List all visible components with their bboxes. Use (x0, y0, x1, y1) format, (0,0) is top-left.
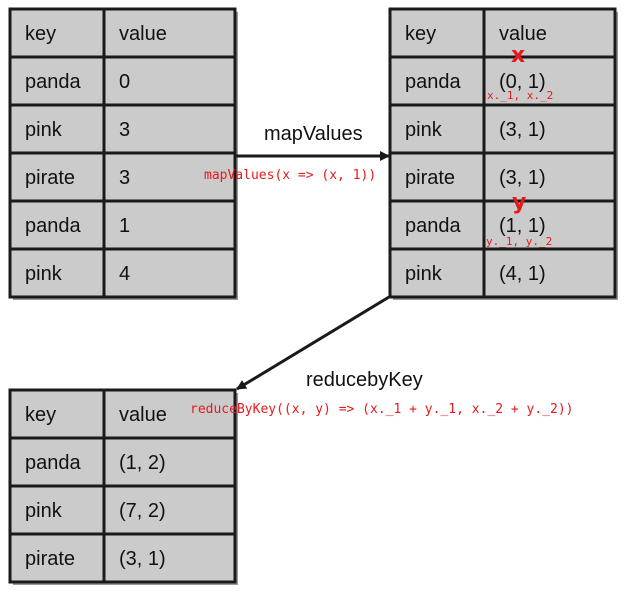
cell-text-key: pink (25, 119, 63, 141)
cell-text-key: panda (25, 71, 81, 93)
header-cell-key (8, 388, 106, 440)
cell-text-key: pirate (25, 548, 75, 570)
header-cell-key (8, 7, 106, 59)
cell-text-value: (1, 1) (499, 215, 546, 237)
reduced-table: key value panda (1, 2) pink (7, 2) pirate (3, 1… (8, 388, 238, 585)
header-text-key: key (25, 23, 56, 45)
cell-text-key: pink (405, 263, 443, 285)
header-text-value: value (119, 23, 167, 45)
cell-text-key: pirate (405, 167, 455, 189)
cell-text-key: pirate (25, 167, 75, 189)
x-variable-annotation: x (511, 43, 525, 68)
table-cell-key (8, 532, 106, 584)
header-text-value: value (499, 23, 547, 45)
cell-text-key: pink (25, 500, 63, 522)
cell-text-value: (4, 1) (499, 263, 546, 285)
table-cell-value (102, 436, 237, 488)
table-cell-value (482, 55, 617, 107)
reduce-by-key-arrow (236, 295, 390, 391)
cell-text-key: pink (405, 119, 443, 141)
cell-text-value: 3 (119, 167, 130, 189)
table-cell-value (102, 247, 237, 299)
cell-text-value: (3, 1) (499, 167, 546, 189)
table-cell-value (102, 199, 237, 251)
header-text-key: key (405, 23, 436, 45)
cell-text-key: panda (25, 452, 81, 474)
table-cell-key (8, 247, 106, 299)
table-cell-value (482, 247, 617, 299)
cell-text-value: (1, 2) (119, 452, 166, 474)
table-cell-key (388, 199, 486, 251)
reduce-by-key-code: reduceByKey((x, y) => (x._1 + y._1, x._2… (190, 402, 574, 417)
y-variable-annotation: y (512, 190, 526, 215)
cell-text-value: 4 (119, 263, 130, 285)
cell-text-key: panda (25, 215, 81, 237)
map-values-label: mapValues (264, 123, 363, 145)
table-cell-value (482, 151, 617, 203)
table-cell-value (482, 103, 617, 155)
cell-text-key: panda (405, 215, 461, 237)
header-cell-value (102, 7, 237, 59)
x-fields-annotation: x._1, x._2 (487, 89, 553, 102)
header-cell-key (388, 7, 486, 59)
header-text-key: key (25, 404, 56, 426)
cell-text-value: 1 (119, 215, 130, 237)
cell-text-value: 0 (119, 71, 130, 93)
mapped-table: key value panda (0, 1) pink (3, 1) pirate (3, 1… (388, 7, 618, 300)
table-cell-value (102, 151, 237, 203)
map-values-code: mapValues(x => (x, 1)) (204, 168, 376, 183)
cell-text-key: pink (25, 263, 63, 285)
cell-text-value: (3, 1) (119, 548, 166, 570)
cell-text-key: panda (405, 71, 461, 93)
cell-text-value: (3, 1) (499, 119, 546, 141)
header-text-value: value (119, 404, 167, 426)
table-cell-key (8, 55, 106, 107)
cell-text-value: 3 (119, 119, 130, 141)
table-cell-key (8, 484, 106, 536)
y-fields-annotation: y._1, y._2 (486, 235, 552, 248)
cell-text-value: (7, 2) (119, 500, 166, 522)
cell-text-value: (0, 1) (499, 71, 546, 93)
reduce-by-key-label: reducebyKey (306, 369, 423, 391)
table-cell-value (102, 532, 237, 584)
header-cell-value (482, 7, 617, 59)
input-table: key value panda 0 pink 3 pirate 3 panda 1 pink 4 (8, 7, 238, 300)
